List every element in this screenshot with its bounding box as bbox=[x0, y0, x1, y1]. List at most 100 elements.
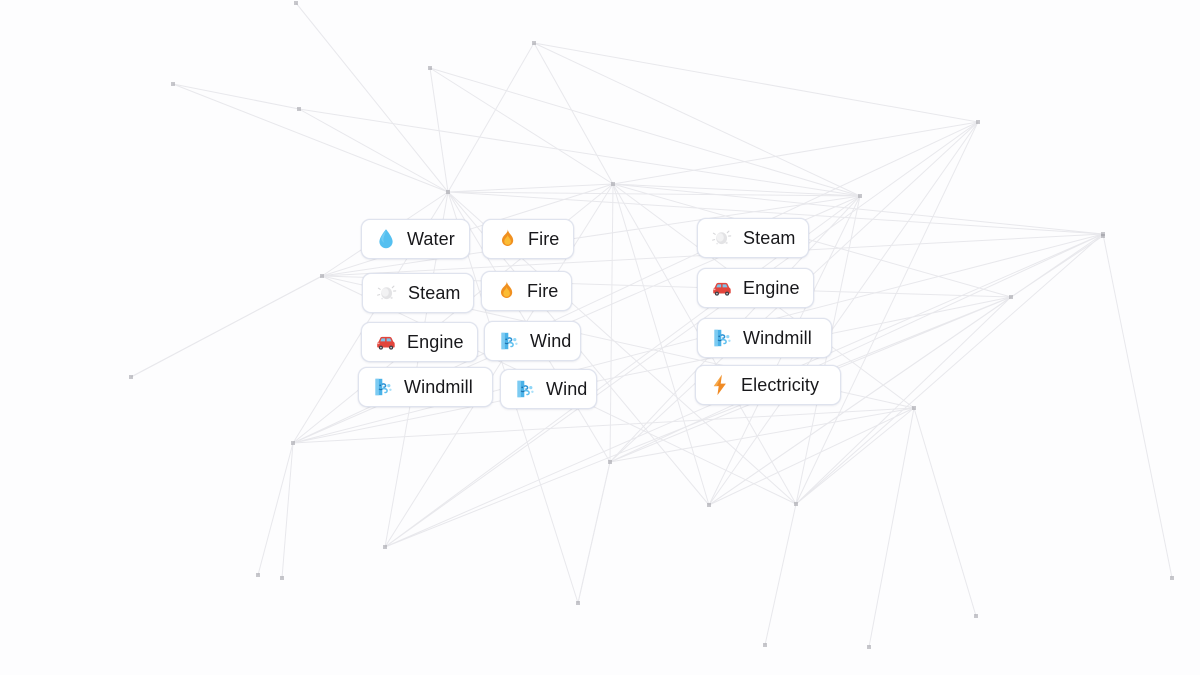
graph-node-dot bbox=[171, 82, 175, 86]
graph-edge bbox=[298, 108, 861, 197]
graph-node-dot bbox=[707, 503, 711, 507]
graph-node-dot bbox=[858, 194, 862, 198]
graph-edge bbox=[577, 461, 611, 604]
lightning-bolt-icon bbox=[708, 373, 732, 397]
graph-edge bbox=[447, 191, 861, 197]
graph-edge bbox=[609, 407, 915, 463]
graph-node-dot bbox=[867, 645, 871, 649]
graph-edge bbox=[868, 407, 915, 648]
craft-node-label: Windmill bbox=[743, 328, 812, 348]
graph-node-dot bbox=[763, 643, 767, 647]
graph-node-dot bbox=[912, 406, 916, 410]
graph-edge bbox=[612, 183, 861, 197]
graph-edge bbox=[609, 183, 614, 463]
graph-node-dot bbox=[608, 460, 612, 464]
graph-node-dot bbox=[532, 41, 536, 45]
craft-node-steam-2[interactable]: Steam bbox=[697, 218, 809, 258]
graph-edge bbox=[612, 183, 1104, 235]
graph-edge bbox=[764, 503, 797, 646]
craft-node-label: Steam bbox=[743, 228, 796, 248]
craft-node-water-1[interactable]: Water bbox=[361, 219, 470, 259]
graph-node-dot bbox=[129, 375, 133, 379]
graph-edge bbox=[257, 442, 294, 576]
graph-edge bbox=[795, 121, 979, 505]
graph-edge bbox=[295, 2, 449, 193]
craft-node-label: Wind bbox=[530, 331, 572, 351]
craft-node-label: Engine bbox=[407, 332, 464, 352]
graph-node-dot bbox=[294, 1, 298, 5]
graph-edge bbox=[708, 407, 915, 506]
graph-node-dot bbox=[297, 107, 301, 111]
graph-node-dot bbox=[428, 66, 432, 70]
graph-node-dot bbox=[383, 545, 387, 549]
graph-edge bbox=[612, 121, 979, 185]
graph-node-dot bbox=[611, 182, 615, 186]
fire-flame-icon bbox=[495, 227, 519, 251]
graph-edge bbox=[577, 461, 611, 604]
craft-node-wind-2[interactable]: Wind bbox=[500, 369, 597, 409]
graph-edge bbox=[429, 67, 614, 185]
graph-edge bbox=[795, 233, 1104, 505]
graph-edge bbox=[708, 121, 979, 506]
graph-node-dot bbox=[1101, 232, 1105, 236]
graph-node-dot-group bbox=[129, 1, 1174, 649]
graph-node-dot bbox=[974, 614, 978, 618]
graph-edge bbox=[172, 83, 449, 193]
wind-face-icon bbox=[371, 375, 395, 399]
craft-node-label: Windmill bbox=[404, 377, 473, 397]
graph-edge bbox=[1010, 235, 1104, 298]
graph-node-dot bbox=[256, 573, 260, 577]
graph-edge bbox=[447, 42, 535, 193]
graph-edge bbox=[1102, 233, 1173, 579]
steam-cloud-icon bbox=[375, 281, 399, 305]
craft-node-steam-1[interactable]: Steam bbox=[362, 273, 474, 313]
craft-node-label: Engine bbox=[743, 278, 800, 298]
graph-node-dot bbox=[576, 601, 580, 605]
water-droplet-icon bbox=[374, 227, 398, 251]
red-car-icon bbox=[710, 276, 734, 300]
craft-node-label: Fire bbox=[528, 229, 560, 249]
graph-edge bbox=[533, 42, 861, 197]
craft-node-electricity-1[interactable]: Electricity bbox=[695, 365, 841, 405]
graph-node-dot bbox=[794, 502, 798, 506]
graph-node-dot bbox=[446, 190, 450, 194]
graph-edge bbox=[429, 67, 449, 193]
wind-face-icon bbox=[497, 329, 521, 353]
graph-edge bbox=[447, 183, 614, 193]
graph-edge bbox=[533, 42, 979, 123]
craft-node-windmill-1[interactable]: Windmill bbox=[358, 367, 493, 407]
graph-edge bbox=[609, 233, 1104, 463]
craft-node-label: Fire bbox=[527, 281, 559, 301]
graph-node-dot bbox=[1009, 295, 1013, 299]
graph-node-dot bbox=[1101, 234, 1105, 238]
craft-node-label: Water bbox=[407, 229, 455, 249]
graph-edge bbox=[172, 83, 300, 110]
graph-edge bbox=[281, 442, 294, 579]
graph-edge bbox=[130, 275, 323, 378]
craft-node-fire-2[interactable]: Fire bbox=[481, 271, 572, 311]
graph-node-dot bbox=[1170, 576, 1174, 580]
craft-node-fire-1[interactable]: Fire bbox=[482, 219, 574, 259]
graph-edge bbox=[795, 407, 915, 505]
red-car-icon bbox=[374, 330, 398, 354]
edge-group bbox=[130, 2, 1173, 648]
craft-node-windmill-2[interactable]: Windmill bbox=[697, 318, 832, 358]
craft-node-wind-1[interactable]: Wind bbox=[484, 321, 581, 361]
graph-edge bbox=[130, 275, 323, 378]
graph-edge bbox=[429, 67, 861, 197]
graph-node-dot bbox=[280, 576, 284, 580]
craft-node-label: Electricity bbox=[741, 375, 820, 395]
graph-edge bbox=[298, 108, 449, 193]
wind-face-icon bbox=[513, 377, 537, 401]
graph-edge bbox=[533, 42, 614, 185]
graph-node-dot bbox=[976, 120, 980, 124]
graph-node-dot bbox=[320, 274, 324, 278]
craft-node-engine-2[interactable]: Engine bbox=[697, 268, 814, 308]
craft-node-label: Wind bbox=[546, 379, 588, 399]
graph-edge bbox=[612, 183, 710, 506]
craft-node-engine-1[interactable]: Engine bbox=[361, 322, 478, 362]
graph-node-dot bbox=[291, 441, 295, 445]
fire-flame-icon bbox=[494, 279, 518, 303]
